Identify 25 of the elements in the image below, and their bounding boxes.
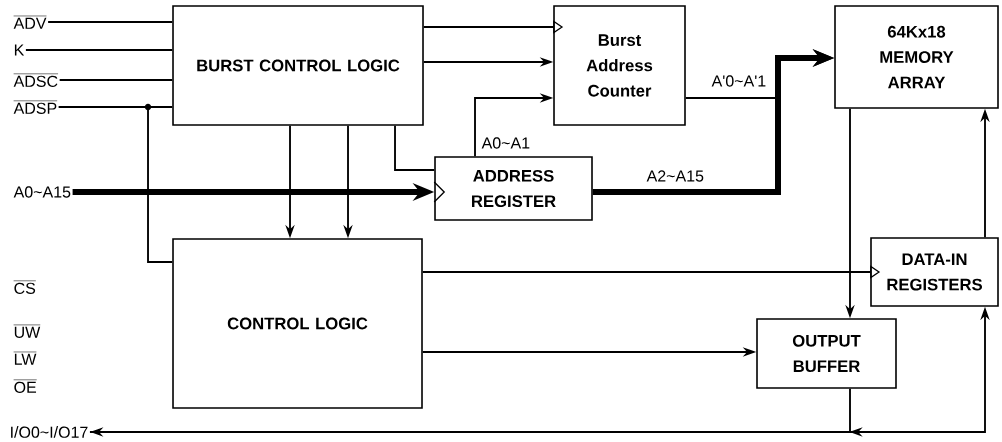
- edge-label: A0~A1: [480, 136, 532, 150]
- signal-line: [58, 79, 174, 81]
- signal-label: K: [14, 44, 25, 56]
- block-box: DATA-IN REGISTERS: [870, 237, 999, 307]
- signal-label: ADSP: [13, 100, 58, 114]
- signal-label: OE: [13, 379, 37, 393]
- block-box: 64Kx18 MEMORY ARRAY: [834, 5, 999, 109]
- block-box: CONTROL LOGIC: [172, 238, 423, 409]
- signal-label: ADSC: [13, 73, 59, 87]
- signal-line: [24, 49, 174, 51]
- block-box: OUTPUT BUFFER: [756, 318, 897, 389]
- signal-label: A0~A15: [13, 186, 71, 198]
- signal-label: LW: [13, 351, 37, 365]
- signal-line: [57, 106, 174, 263]
- signal-label: I/O0~I/O17: [11, 426, 88, 438]
- block-box: Burst Address Counter: [553, 5, 686, 126]
- signal-line: [47, 21, 174, 23]
- edge-label: A'0~A'1: [710, 74, 768, 88]
- signal-label: UW: [13, 324, 41, 338]
- signal-line: [394, 124, 436, 171]
- edge-label: A2~A15: [645, 169, 706, 183]
- signal-label: ADV: [13, 15, 47, 29]
- block-box: ADDRESS REGISTER: [434, 156, 593, 221]
- signal-label: CS: [13, 280, 37, 294]
- block-box: BURST CONTROL LOGIC: [172, 5, 424, 126]
